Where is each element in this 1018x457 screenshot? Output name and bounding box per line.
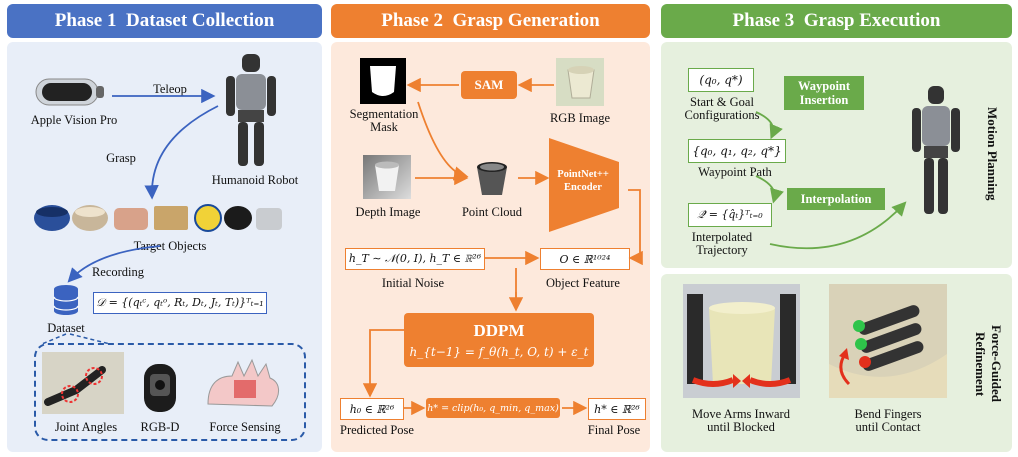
vision-pro-label: Apple Vision Pro [30,113,118,127]
waypoint-path-label: Waypoint Path [698,165,772,179]
final-pose-label: Final Pose [587,423,641,437]
grasp-label: Grasp [106,151,136,165]
encoder-shape [549,138,619,232]
phase1-title: Phase 1 Dataset Collection [7,4,322,38]
initial-noise-label: Initial Noise [381,276,445,290]
move-arms-image [683,284,800,398]
ddpm-box: DDPM h_{t−1} = f_θ(h_t, O, t) + ε_t [404,313,594,367]
interp-traj-label: Interpolated Trajectory [691,230,753,257]
phase2-title: Phase 2 Grasp Generation [331,4,650,38]
dataset-formula-box: 𝒟 = {(qₜᶜ, qₜᵒ, Rₜ, Dₜ, Jₜ, Tₜ)}ᵀₜ₌₁ [93,292,267,314]
vision-pro-image [34,76,104,110]
point-cloud-image [469,155,515,201]
feature-formula-box: O ∈ ℝ¹⁰²⁴ [540,248,630,270]
sam-box: SAM [461,71,517,99]
target-objects-label: Target Objects [133,239,207,253]
start-goal-label: Start & Goal Configurations [684,95,760,122]
phase3-title: Phase 3 Grasp Execution [661,4,1012,38]
depth-image-label: Depth Image [355,205,421,219]
sensor-subpanel [34,343,306,441]
interp-formula-box: 𝒬̂ = {q̂ₜ}ᵀₜ₌₀ [688,203,772,227]
encoder-label: PointNet++ Encoder [557,169,609,193]
joint-angles-image [42,352,124,414]
teleop-label: Teleop [153,82,187,96]
clip-formula-box: h* = clip(h₀, q_min, q_max) [426,398,560,418]
rgbd-camera-image [140,360,180,416]
database-icon [52,284,80,316]
bend-fingers-image [829,284,947,398]
hstar-formula-box: h* ∈ ℝ²⁶ [588,398,646,420]
humanoid-robot-image [218,52,284,170]
interpolation-box: Interpolation [787,188,885,210]
waypoint-insertion-box: Waypoint Insertion [784,76,864,110]
object-feature-label: Object Feature [546,276,620,290]
noise-formula-box: h_T ∼ 𝒩(0, I), h_T ∈ ℝ²⁶ [345,248,485,270]
joint-angles-label: Joint Angles [54,420,118,434]
predicted-pose-label: Predicted Pose [340,423,414,437]
motion-planning-label: Motion Planning [985,107,1000,201]
q-formula-box: (q₀, q*) [688,68,754,92]
rgb-image [556,58,604,106]
move-arms-label: Move Arms Inward until Blocked [692,407,790,434]
depth-image [363,155,411,199]
waypoint-formula-box: {q₀, q₁, q₂, q*} [688,139,786,163]
dataset-label: Dataset [47,321,85,335]
point-cloud-label: Point Cloud [461,205,523,219]
force-sensing-label: Force Sensing [209,420,281,434]
bend-fingers-label: Bend Fingers until Contact [854,407,922,434]
force-sensing-hand-image [198,354,290,414]
segmentation-mask-image [360,58,406,104]
force-guided-label: Force-Guided Refinement [973,325,1004,403]
ddpm-formula: h_{t−1} = f_θ(h_t, O, t) + ε_t [409,345,589,359]
phase3-robot-image [906,84,966,218]
target-objects-image [32,200,310,236]
segmentation-mask-label: Segmentation Mask [349,107,419,134]
recording-label: Recording [91,265,145,279]
h0-formula-box: h₀ ∈ ℝ²⁶ [340,398,404,420]
humanoid-robot-label: Humanoid Robot [211,173,299,187]
rgb-image-label: RGB Image [549,111,611,125]
rgbd-label: RGB-D [140,420,180,434]
ddpm-title: DDPM [473,321,525,340]
